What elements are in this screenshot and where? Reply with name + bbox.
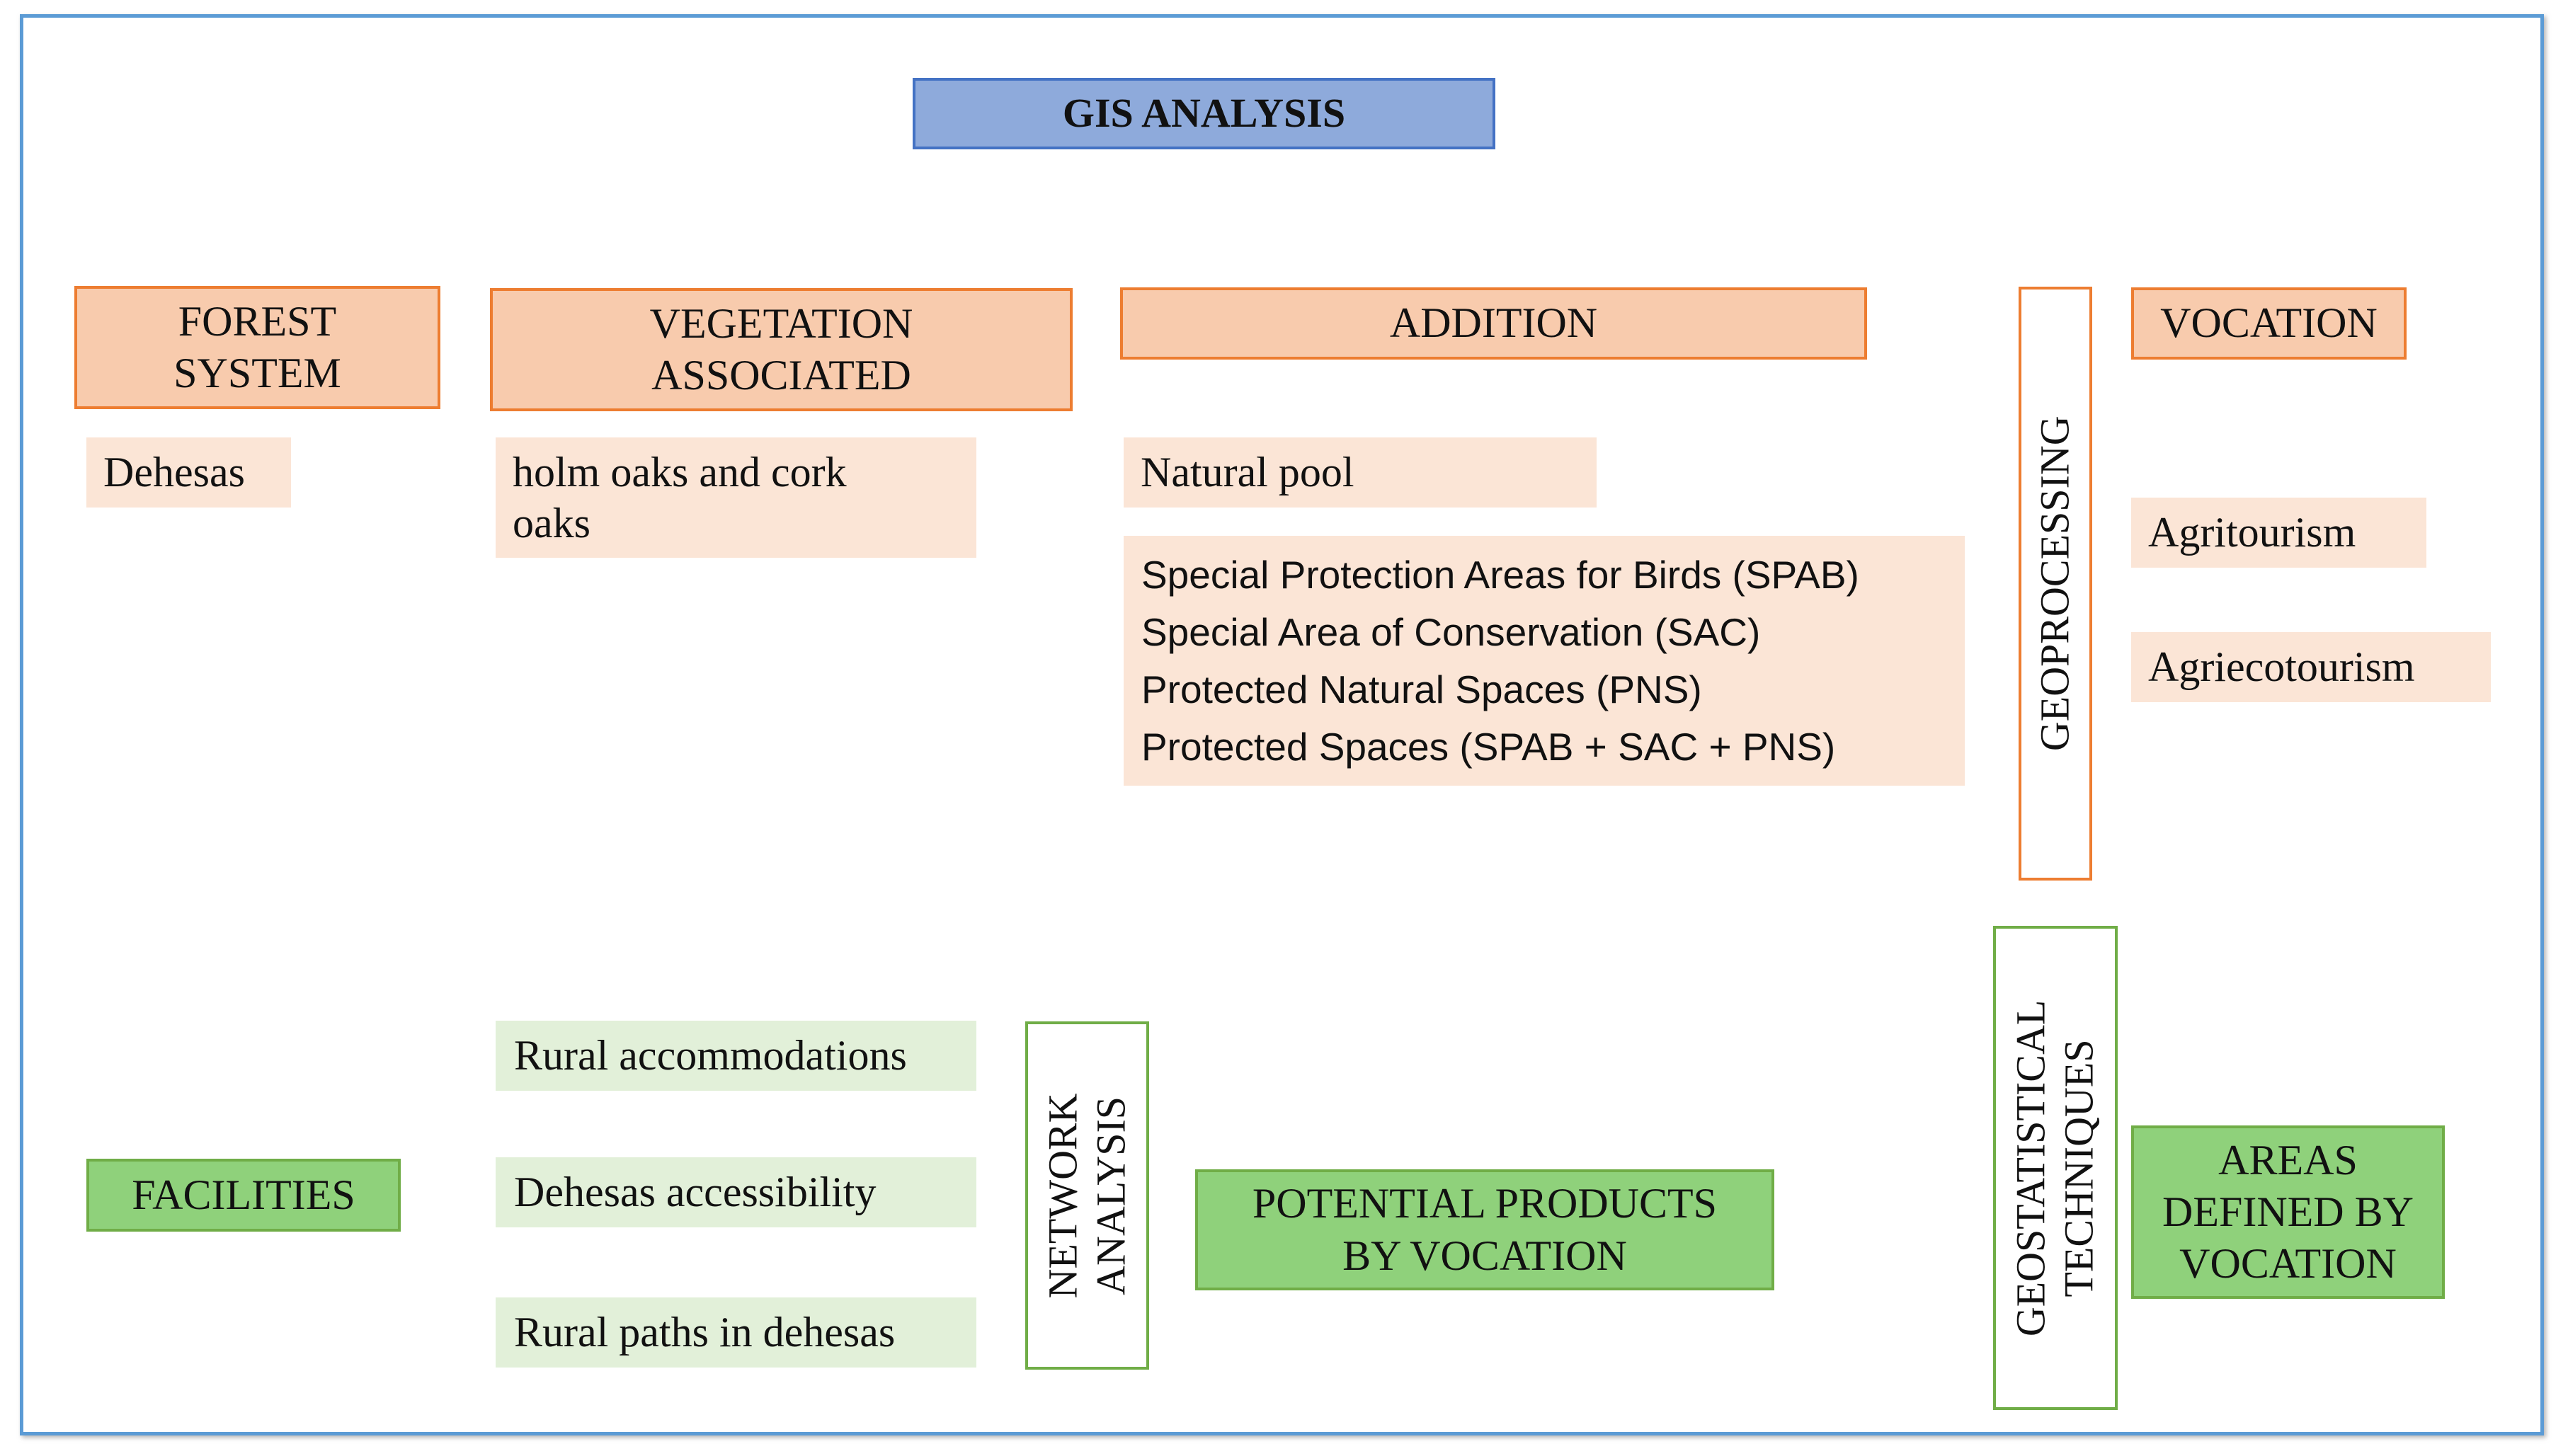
geoprocessing-box: GEOPROCESSING bbox=[2019, 287, 2092, 881]
geoprocessing-label: GEOPROCESSING bbox=[2031, 415, 2078, 752]
forest-system-header: FOREST SYSTEM bbox=[74, 286, 440, 409]
addition-header: ADDITION bbox=[1120, 287, 1867, 360]
potential-products-box: POTENTIAL PRODUCTS BY VOCATION bbox=[1195, 1169, 1774, 1290]
protected-item: Special Protection Areas for Birds (SPAB… bbox=[1141, 552, 1859, 597]
facility-item-rural-accommodations: Rural accommodations bbox=[496, 1021, 976, 1091]
protected-item: Protected Spaces (SPAB + SAC + PNS) bbox=[1141, 724, 1836, 769]
vegetation-item-oaks: holm oaks and cork oaks bbox=[496, 437, 976, 558]
vocation-item-agriecotourism: Agriecotourism bbox=[2131, 632, 2491, 702]
diagram-frame bbox=[20, 14, 2544, 1435]
vegetation-associated-header: VEGETATION ASSOCIATED bbox=[490, 288, 1073, 411]
network-analysis-label: NETWORK ANALYSIS bbox=[1039, 1093, 1134, 1298]
geostatistical-techniques-box: GEOSTATISTICAL TECHNIQUES bbox=[1993, 926, 2118, 1410]
network-analysis-box: NETWORK ANALYSIS bbox=[1025, 1021, 1149, 1370]
forest-item-dehesas: Dehesas bbox=[86, 437, 291, 508]
facility-item-dehesas-accessibility: Dehesas accessibility bbox=[496, 1157, 976, 1227]
areas-defined-box: AREAS DEFINED BY VOCATION bbox=[2131, 1125, 2445, 1299]
geostatistical-techniques-label: GEOSTATISTICAL TECHNIQUES bbox=[2007, 999, 2103, 1336]
addition-item-natural-pool: Natural pool bbox=[1124, 437, 1597, 508]
gis-analysis-title: GIS ANALYSIS bbox=[913, 78, 1495, 149]
protected-item: Protected Natural Spaces (PNS) bbox=[1141, 667, 1702, 711]
facilities-header: FACILITIES bbox=[86, 1159, 401, 1232]
vocation-item-agritourism: Agritourism bbox=[2131, 498, 2426, 568]
protected-areas-list: Special Protection Areas for Birds (SPAB… bbox=[1124, 536, 1965, 786]
facility-item-rural-paths: Rural paths in dehesas bbox=[496, 1297, 976, 1368]
vocation-header: VOCATION bbox=[2131, 287, 2407, 360]
protected-item: Special Area of Conservation (SAC) bbox=[1141, 609, 1761, 654]
